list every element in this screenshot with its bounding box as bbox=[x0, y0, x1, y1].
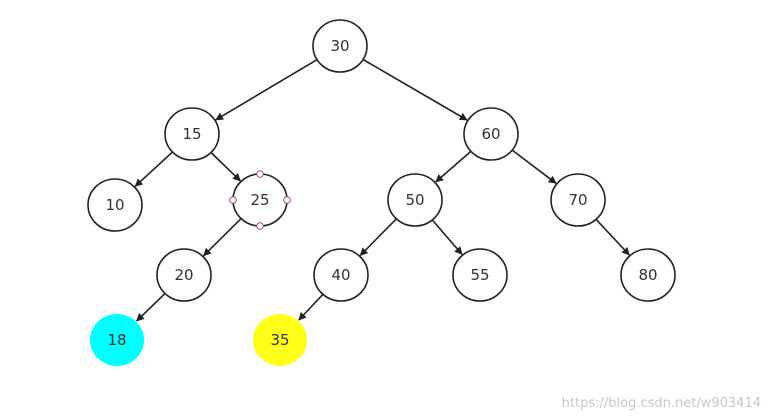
edge-15-to-10 bbox=[134, 151, 174, 187]
edges-layer bbox=[134, 58, 630, 322]
node-circle-15 bbox=[164, 107, 220, 161]
node-label-25: 25 bbox=[250, 191, 269, 209]
node-label-15: 15 bbox=[182, 125, 201, 143]
tree-node-40[interactable]: 40 bbox=[313, 248, 369, 302]
connection-handle-bottom[interactable] bbox=[256, 222, 264, 230]
node-circle-10 bbox=[87, 178, 143, 232]
connection-handle-left[interactable] bbox=[229, 196, 237, 204]
node-circle-80 bbox=[620, 248, 676, 302]
tree-node-30[interactable]: 30 bbox=[312, 19, 368, 73]
tree-node-50[interactable]: 50 bbox=[387, 173, 443, 227]
tree-node-70[interactable]: 70 bbox=[550, 173, 606, 227]
node-label-55: 55 bbox=[470, 266, 489, 284]
node-label-35: 35 bbox=[270, 331, 289, 349]
node-circle-20 bbox=[156, 248, 212, 302]
node-circle-55 bbox=[452, 248, 508, 302]
edge-60-to-50 bbox=[435, 150, 472, 183]
node-label-50: 50 bbox=[405, 191, 424, 209]
node-label-18: 18 bbox=[107, 331, 126, 349]
node-circle-30 bbox=[312, 19, 368, 73]
edge-30-to-60 bbox=[362, 58, 468, 121]
edge-20-to-18 bbox=[136, 292, 166, 322]
node-circle-35 bbox=[253, 314, 307, 366]
node-circle-18 bbox=[90, 314, 144, 366]
edge-30-to-15 bbox=[215, 59, 318, 121]
edge-70-to-80 bbox=[595, 218, 630, 256]
tree-node-80[interactable]: 80 bbox=[620, 248, 676, 302]
edge-40-to-35 bbox=[298, 293, 324, 321]
node-circle-60 bbox=[463, 107, 519, 161]
node-label-60: 60 bbox=[481, 125, 500, 143]
connection-handle-top[interactable] bbox=[256, 170, 264, 178]
node-circle-50 bbox=[387, 173, 443, 227]
node-label-40: 40 bbox=[331, 266, 350, 284]
edge-50-to-40 bbox=[359, 218, 397, 256]
tree-node-15[interactable]: 15 bbox=[164, 107, 220, 161]
tree-node-60[interactable]: 60 bbox=[463, 107, 519, 161]
node-circle-40 bbox=[313, 248, 369, 302]
node-label-10: 10 bbox=[105, 196, 124, 214]
node-label-20: 20 bbox=[174, 266, 193, 284]
tree-node-55[interactable]: 55 bbox=[452, 248, 508, 302]
node-label-80: 80 bbox=[638, 266, 657, 284]
edge-15-to-25 bbox=[210, 151, 241, 182]
tree-node-20[interactable]: 20 bbox=[156, 248, 212, 302]
tree-node-35[interactable]: 35 bbox=[253, 314, 307, 366]
tree-node-18[interactable]: 18 bbox=[90, 314, 144, 366]
node-label-30: 30 bbox=[330, 37, 349, 55]
watermark-text: https://blog.csdn.net/w903414 bbox=[561, 396, 761, 411]
nodes-layer: 30 15 60 10 25 50 70 20 40 55 80 18 35 bbox=[87, 19, 676, 366]
edge-25-to-20 bbox=[203, 218, 242, 257]
tree-node-10[interactable]: 10 bbox=[87, 178, 143, 232]
connection-handle-right[interactable] bbox=[283, 196, 291, 204]
edge-60-to-70 bbox=[511, 149, 557, 184]
node-label-70: 70 bbox=[568, 191, 587, 209]
edge-50-to-55 bbox=[431, 219, 463, 255]
node-circle-70 bbox=[550, 173, 606, 227]
tree-node-25[interactable]: 25 bbox=[229, 170, 291, 230]
